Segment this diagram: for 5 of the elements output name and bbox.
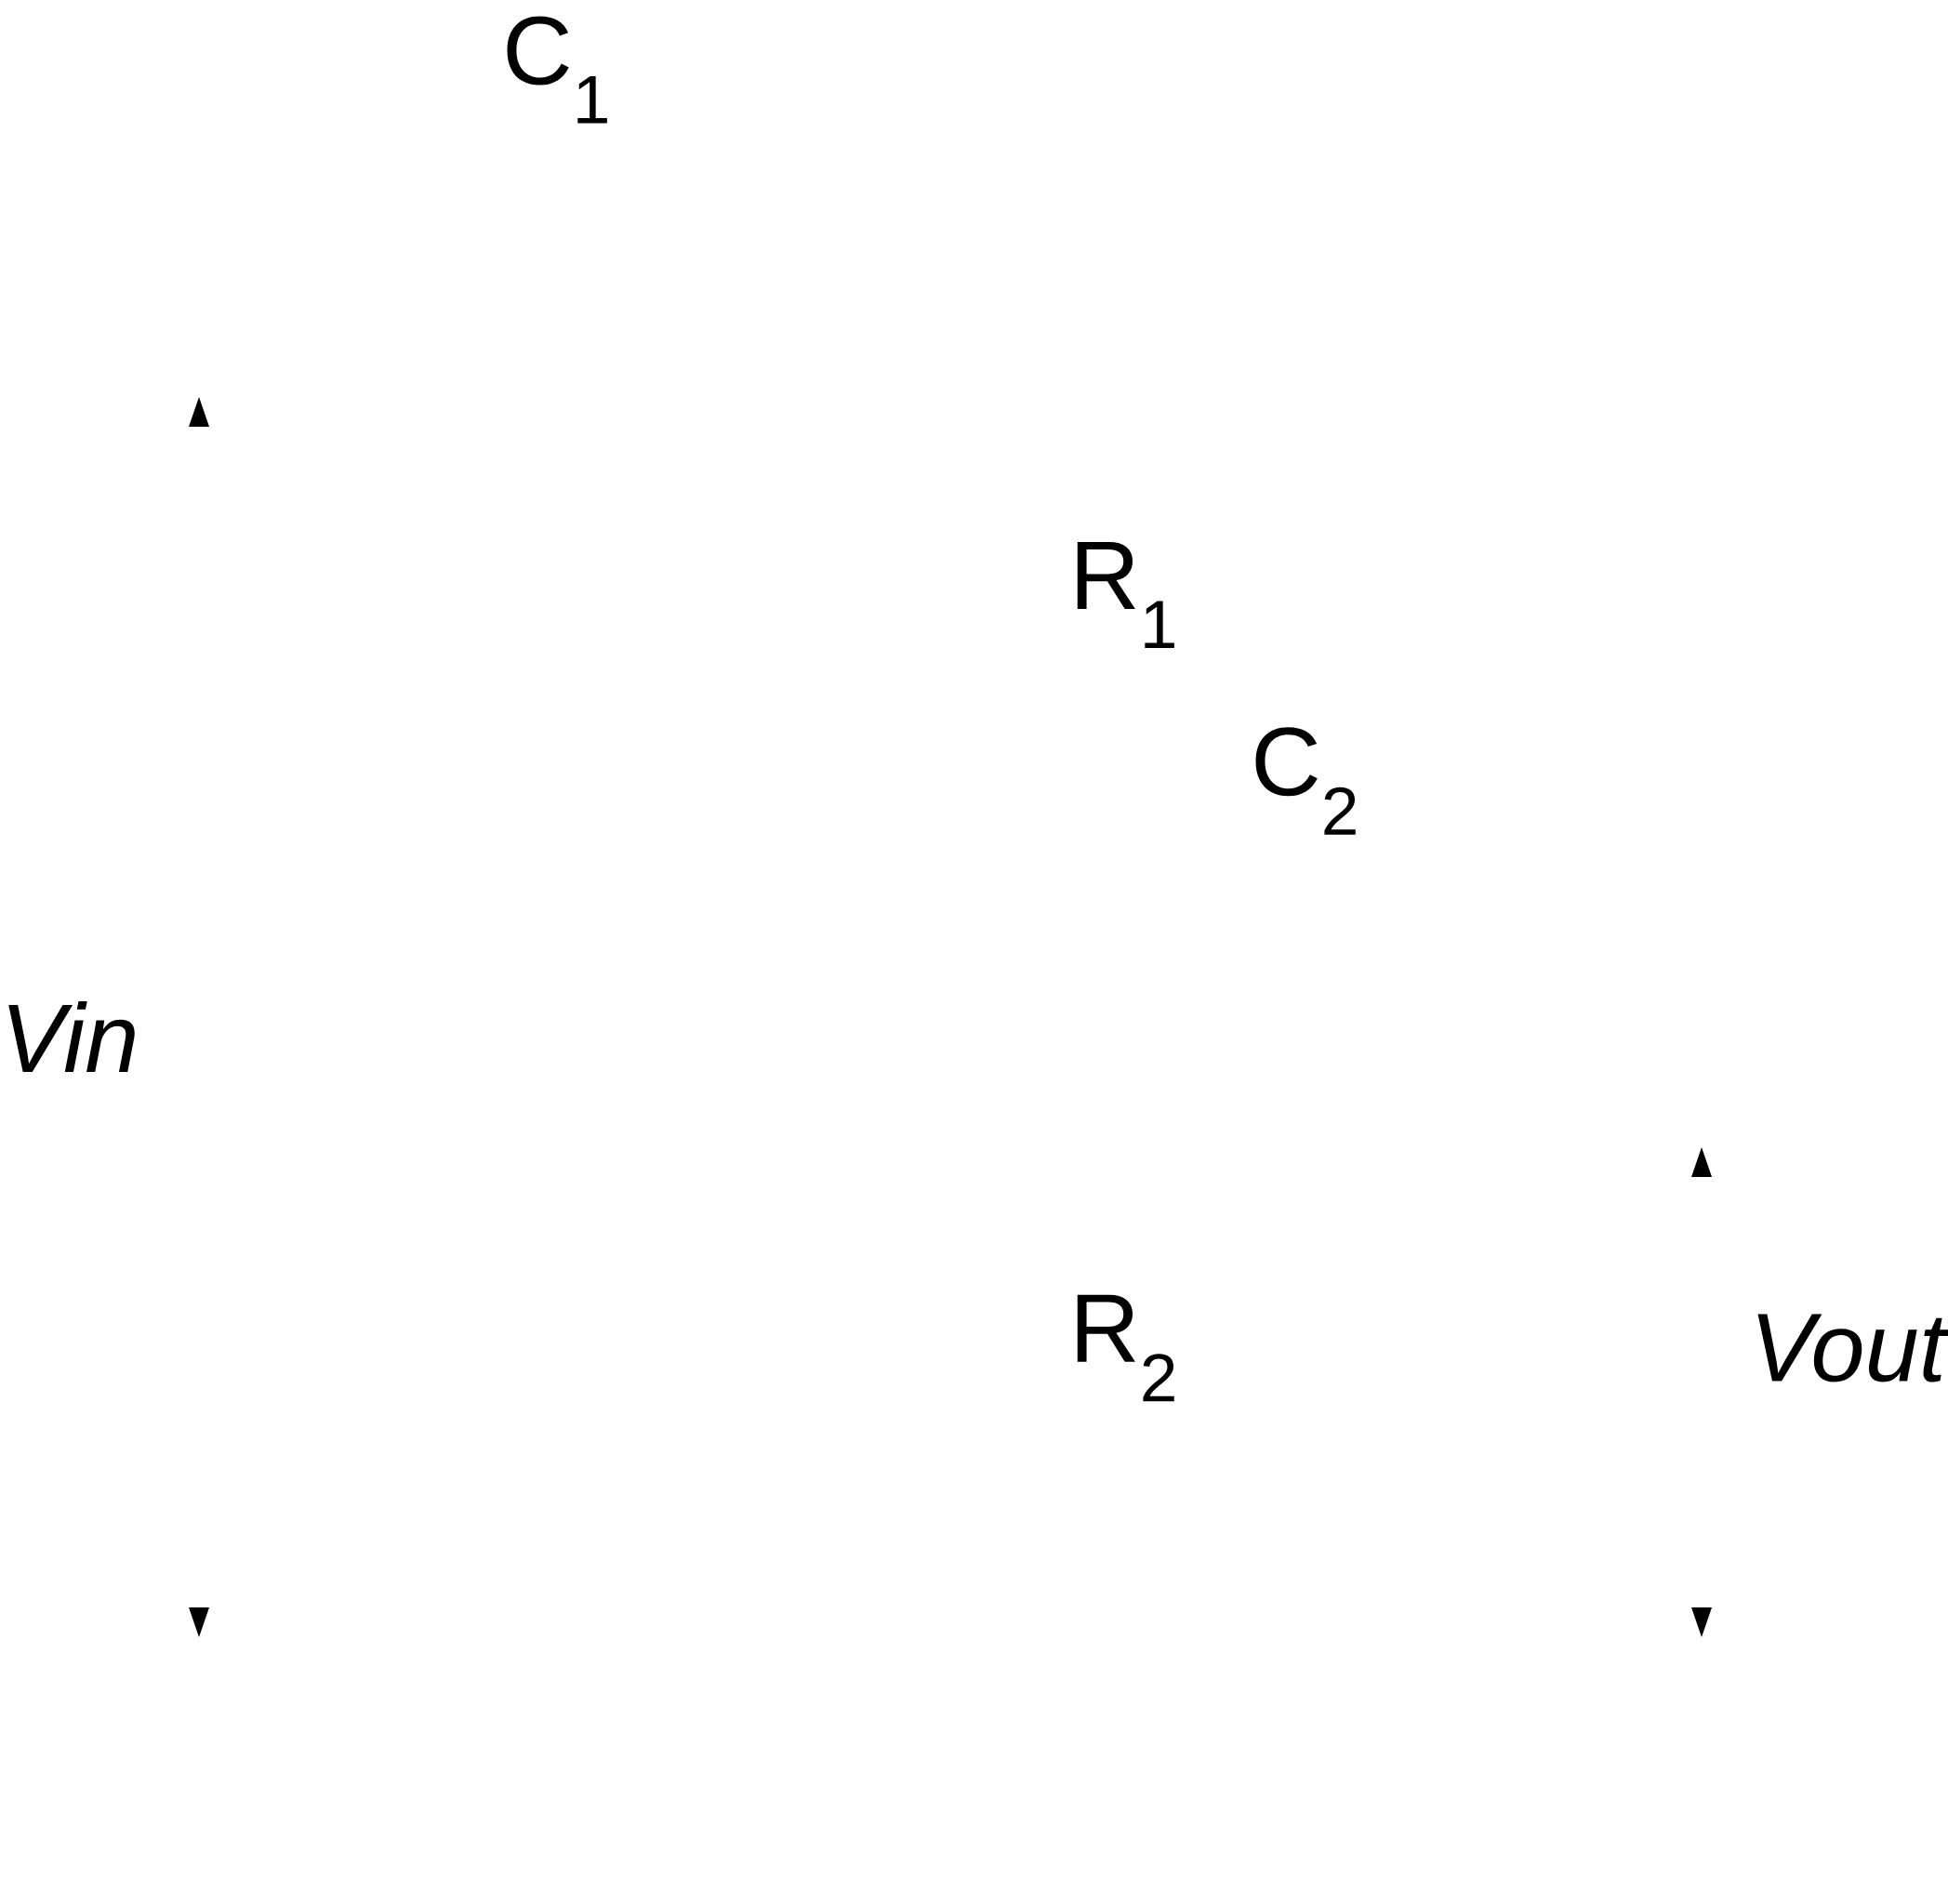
component-label: C$_{2}$ (1255, 727, 1356, 835)
component-label: R$_{2}$ (1077, 1294, 1174, 1402)
component-label: C$_{1}$ (507, 16, 607, 124)
component-label: Vin (8, 1001, 135, 1072)
component-label: R$_{1}$ (1077, 542, 1174, 648)
